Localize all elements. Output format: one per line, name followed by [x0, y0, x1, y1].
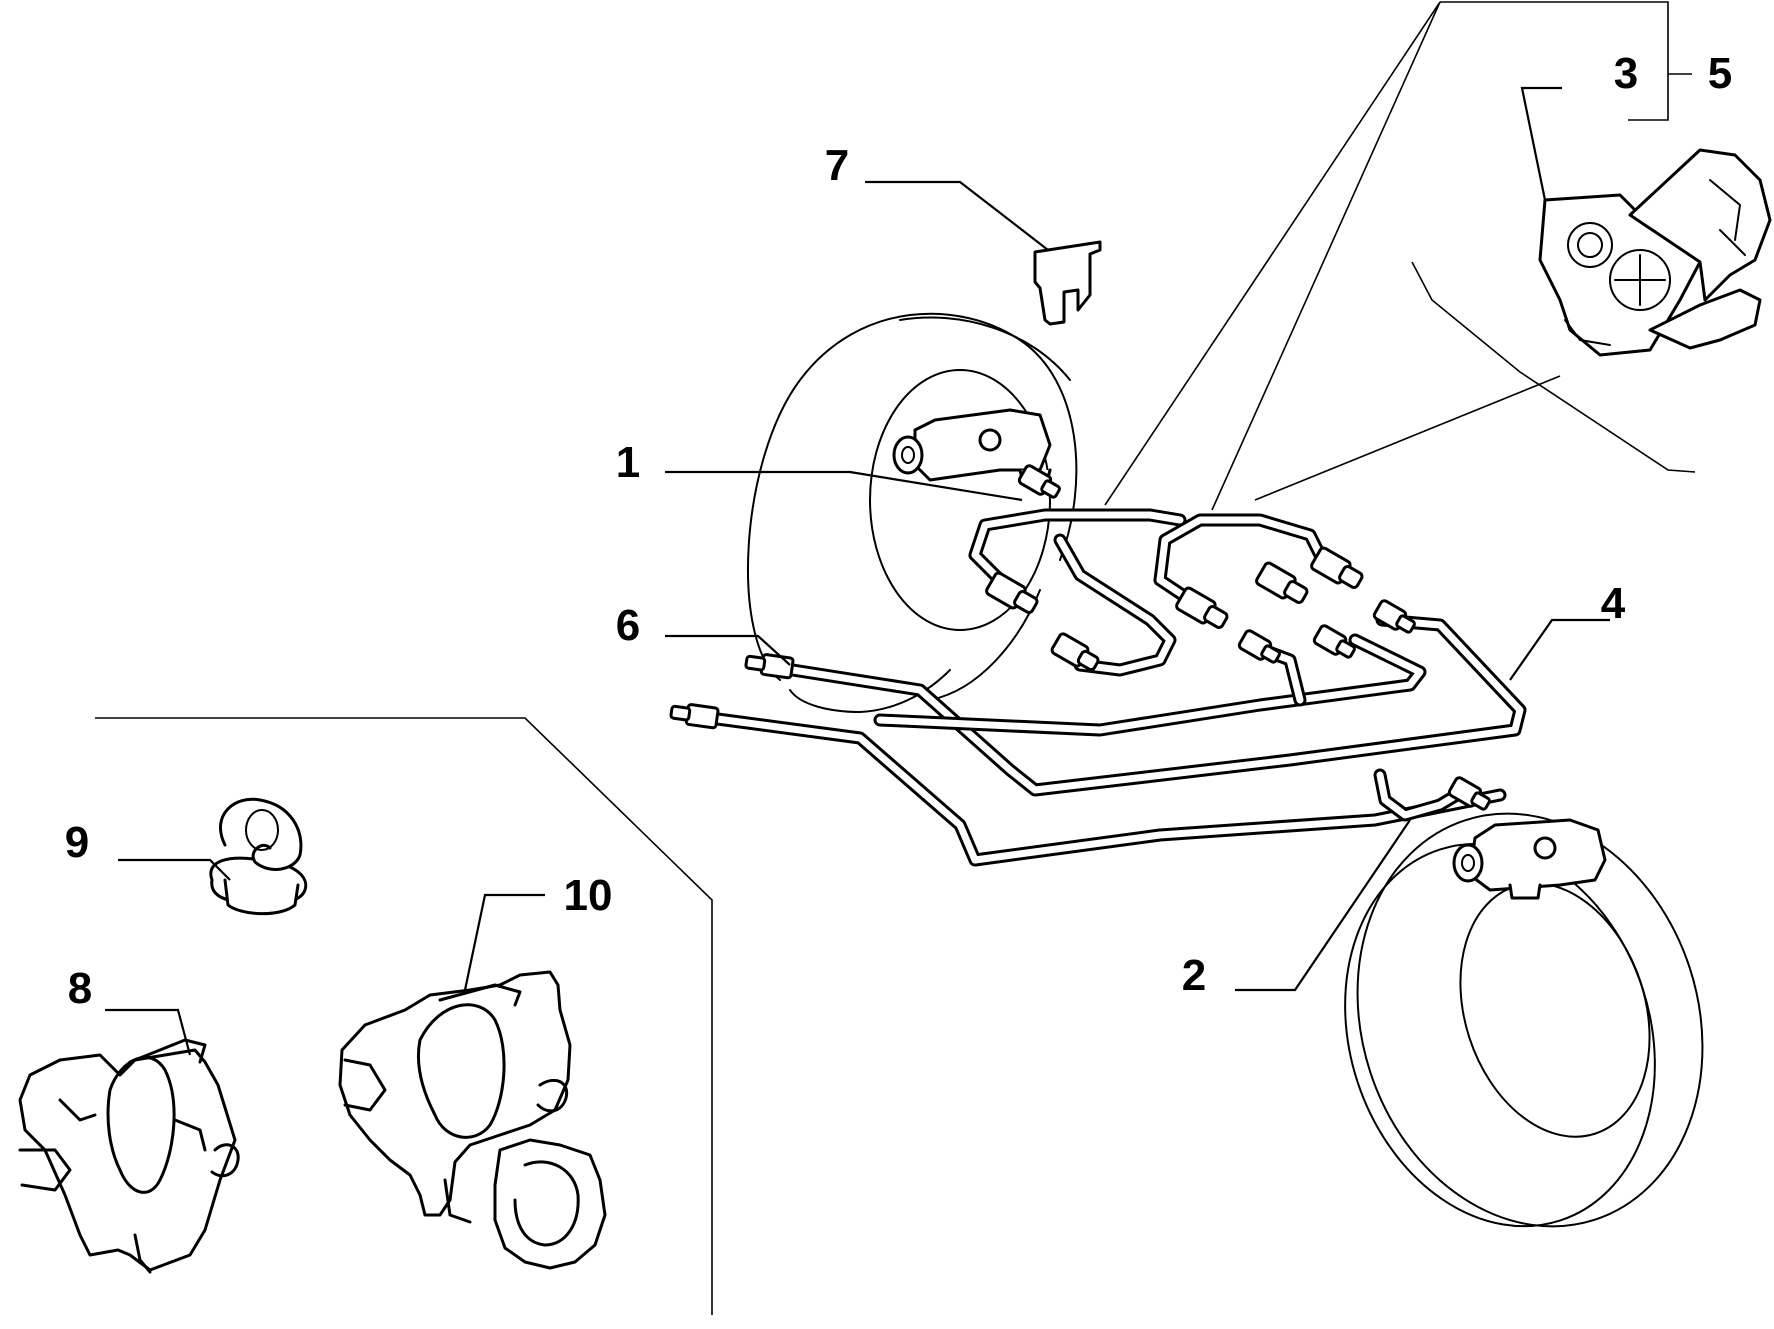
section-divider-upper-right [1411, 261, 1696, 473]
callout-7: 7 [825, 141, 849, 190]
leader-1 [665, 470, 1023, 502]
callout-8: 8 [68, 964, 92, 1013]
callout-2: 2 [1182, 951, 1206, 1000]
rear-brake-drum-left [747, 312, 1078, 713]
brake-pipe-harness [703, 508, 1527, 867]
leader-lines [105, 1, 1692, 1056]
leader-3-5-to-pipe-b [1211, 1, 1441, 511]
callout-10: 10 [564, 871, 613, 920]
part-7-clip [1033, 240, 1102, 326]
rear-brake-drum-right [1344, 812, 1704, 1228]
leader-3-5-to-pipe-a [1104, 1, 1441, 506]
callout-9: 9 [65, 818, 89, 867]
leader-2 [1235, 819, 1411, 992]
leader-4 [1509, 618, 1610, 681]
callout-4: 4 [1601, 579, 1626, 628]
callout-1: 1 [616, 438, 640, 487]
callout-6: 6 [616, 601, 640, 650]
callout-5: 5 [1708, 49, 1732, 98]
section-divider-upper-right-2 [1254, 375, 1561, 501]
leader-7 [865, 180, 1049, 251]
part-8-clip [18, 1038, 240, 1274]
callout-3: 3 [1614, 49, 1638, 98]
leader-9 [118, 858, 231, 881]
leader-3-5-bracket [1440, 1, 1669, 121]
leader-8 [105, 1008, 192, 1056]
part-10-clip [338, 970, 607, 1270]
leader-3 [1520, 86, 1562, 201]
section-divider-left [95, 717, 713, 1315]
part-9-grommet [209, 797, 308, 916]
leader-6 [665, 634, 791, 666]
pipe-end-fittings [669, 464, 1491, 811]
part-3-5-clip-assembly [1538, 148, 1772, 357]
leader-10 [463, 893, 545, 991]
